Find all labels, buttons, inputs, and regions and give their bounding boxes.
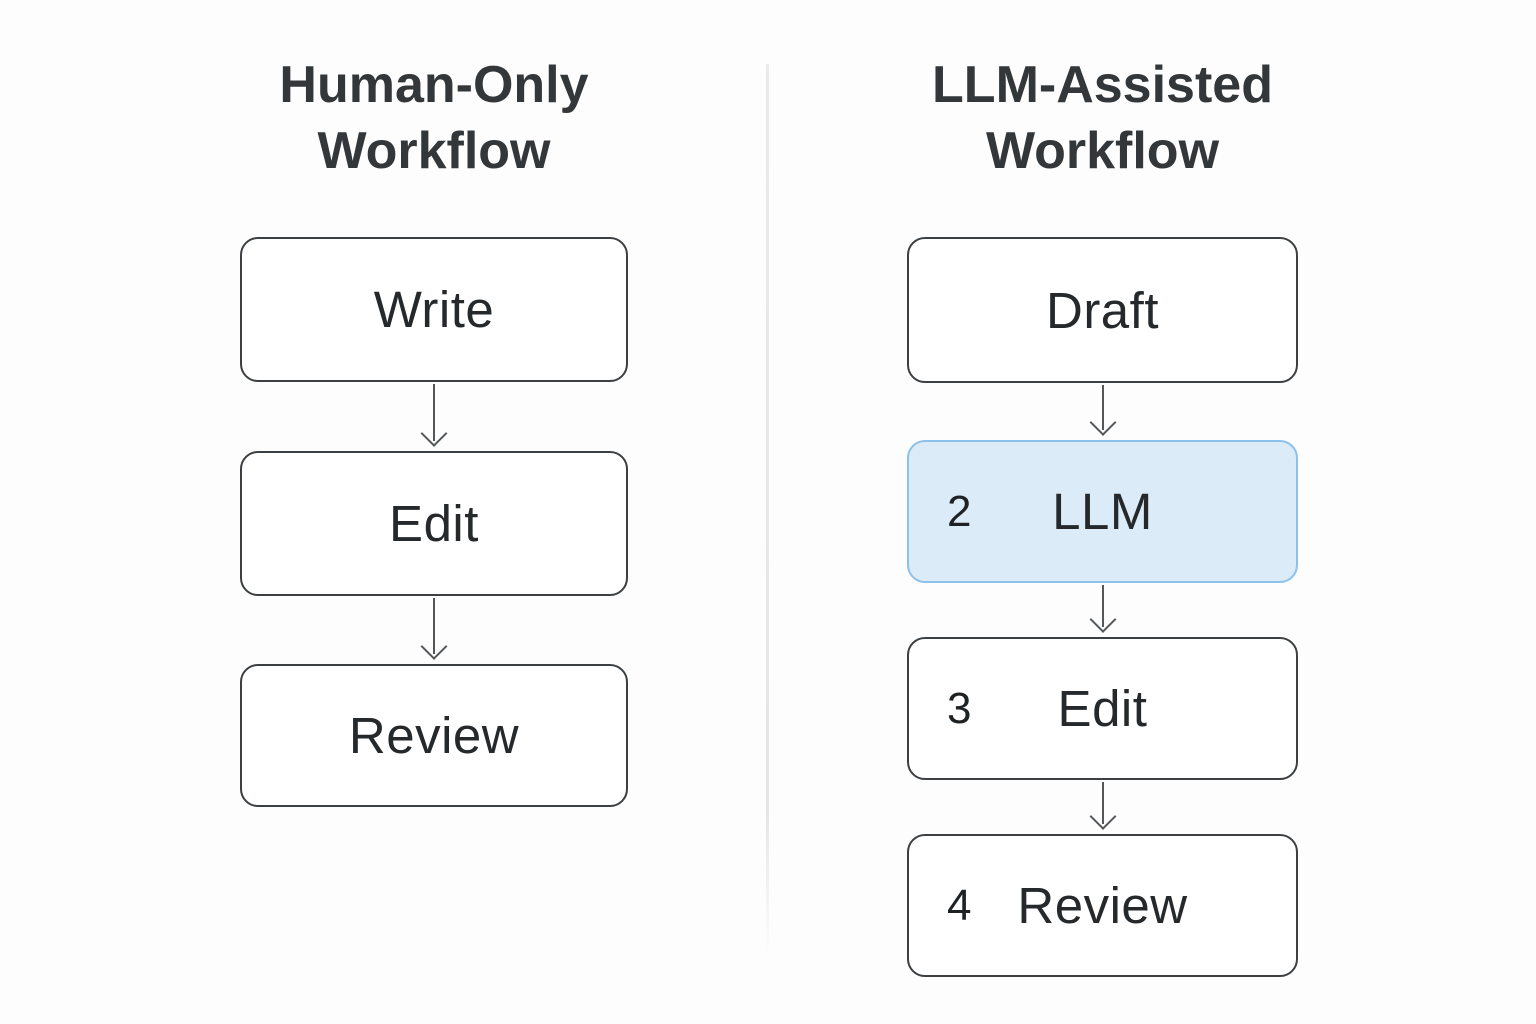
step-number-2: 2 [947,486,972,536]
step-number-3: 3 [947,683,972,733]
arrow-down-icon [1086,585,1120,634]
step-box-review: 4 Review [907,834,1298,977]
llm-assisted-workflow-column: LLM-Assisted Workflow Draft 2 LLM 3 Edit… [907,0,1298,1024]
step-label-write: Write [373,281,495,338]
step-label-llm: LLM [1052,483,1153,540]
arrow-down-icon [417,598,451,661]
step-box-llm-highlighted: 2 LLM [907,440,1298,583]
arrow-down-icon [417,384,451,448]
title-line-2: Workflow [985,122,1220,180]
title-line-2: Workflow [317,122,551,180]
step-label-edit: Edit [389,495,479,552]
step-box-draft: Draft [907,237,1298,383]
step-label-review: Review [1017,877,1188,934]
step-label-draft: Draft [1045,281,1160,339]
llm-assisted-column-title: LLM-Assisted Workflow [829,52,1376,184]
step-number-4: 4 [947,880,972,930]
human-only-workflow-column: Human-Only Workflow Write Edit Review [240,0,628,1024]
arrow-down-icon [1086,782,1120,831]
title-line-1: Human-Only [279,56,589,114]
step-box-edit: 3 Edit [907,637,1298,780]
arrow-down-icon [1086,385,1120,437]
step-label-review: Review [348,707,520,764]
human-only-column-title: Human-Only Workflow [162,52,705,184]
column-divider [766,64,769,957]
step-box-edit: Edit [240,451,628,596]
step-label-edit: Edit [1057,680,1148,737]
step-box-write: Write [240,237,628,382]
step-box-review: Review [240,664,628,807]
title-line-1: LLM-Assisted [932,56,1273,114]
